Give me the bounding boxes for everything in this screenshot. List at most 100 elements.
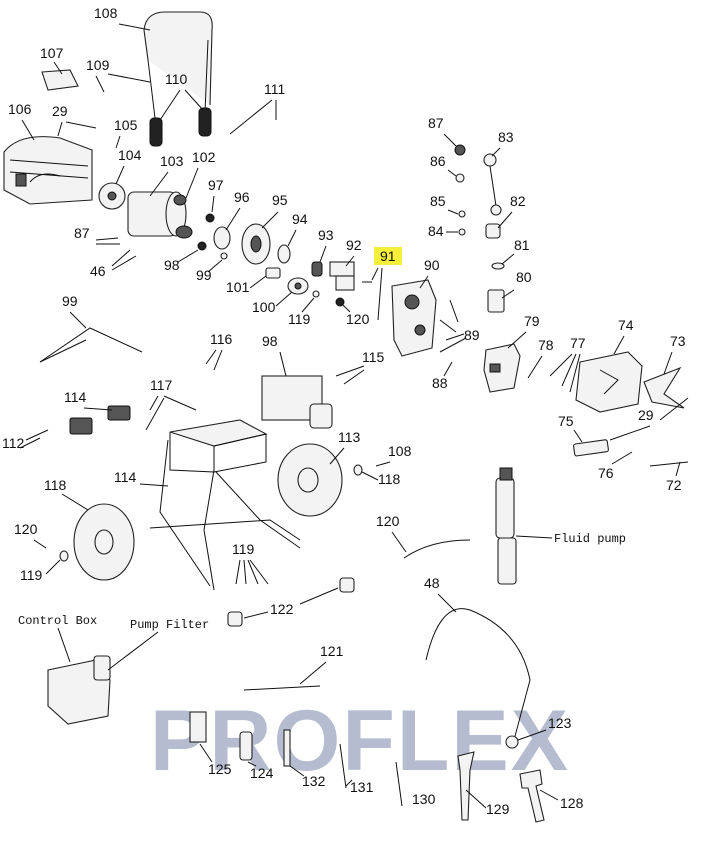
callout-126: 128 xyxy=(560,795,584,811)
gear-part xyxy=(241,223,271,265)
callout-85: 85 xyxy=(430,193,446,209)
callout-123: 48 xyxy=(424,575,440,591)
callout-97: 97 xyxy=(208,177,224,193)
callout-89: 89 xyxy=(464,327,480,343)
pump-housing-part xyxy=(391,279,437,357)
callout-87-left: 87 xyxy=(74,225,90,241)
callout-129: 131 xyxy=(350,779,374,795)
callout-91-highlighted: 91 xyxy=(380,248,396,264)
motor-part xyxy=(127,191,193,239)
callout-90: 90 xyxy=(424,257,440,273)
callout-48: 119 xyxy=(232,541,255,557)
hose-long-part xyxy=(425,608,531,741)
wheel-left-part xyxy=(73,503,135,581)
callout-87-right: 87 xyxy=(428,115,444,131)
callout-92: 92 xyxy=(346,237,362,253)
callout-29: 29 xyxy=(52,103,68,119)
cord-part xyxy=(243,685,321,691)
callout-127: 129 xyxy=(486,801,510,817)
callout-101: 101 xyxy=(226,279,250,295)
callout-125: 121 xyxy=(320,643,344,659)
callout-109: 109 xyxy=(86,57,110,73)
callout-77: 77 xyxy=(570,335,586,351)
brush-part xyxy=(283,729,291,767)
callout-111: 111 xyxy=(264,81,285,97)
callout-76: 76 xyxy=(598,465,614,481)
callout-29-right: 29 xyxy=(638,407,654,423)
control-box-part xyxy=(47,655,111,725)
callout-118-right: 113 xyxy=(338,429,361,445)
callout-73: 73 xyxy=(670,333,686,349)
callout-119-left: 119 xyxy=(20,567,43,583)
callout-107: 107 xyxy=(40,45,64,61)
callout-79: 79 xyxy=(524,313,540,329)
callout-114-lower: 112 xyxy=(2,435,25,451)
wrench-large-part xyxy=(457,751,475,821)
manifold-part xyxy=(483,343,521,393)
callout-98-left: 98 xyxy=(164,257,180,273)
callout-83: 83 xyxy=(498,129,514,145)
oil-bottle-part xyxy=(239,731,253,761)
pressure-switch-part xyxy=(573,439,609,457)
hose-short-part xyxy=(403,539,471,559)
callout-80: 80 xyxy=(516,269,532,285)
callout-104: 104 xyxy=(118,147,142,163)
decal-part xyxy=(643,366,685,409)
fluid-pump-part xyxy=(495,467,517,585)
callout-128: 130 xyxy=(412,791,436,807)
callout-121: 122 xyxy=(270,601,294,617)
callout-131: 124 xyxy=(250,765,274,781)
tank-part xyxy=(261,375,333,429)
callout-115: 99 xyxy=(62,293,78,309)
fluid-pump-label: Fluid pump xyxy=(554,532,626,546)
pressure-cover-part xyxy=(575,351,643,413)
highlight-marker xyxy=(374,247,402,265)
callout-120-left: 120 xyxy=(14,521,38,537)
callout-94: 94 xyxy=(292,211,308,227)
callout-72: 72 xyxy=(666,477,682,493)
callout-114-upper: 116 xyxy=(210,331,233,347)
callout-119-right: 118 xyxy=(378,471,401,487)
callout-116: 98 xyxy=(262,333,278,349)
control-box-label: Control Box xyxy=(18,614,97,628)
callout-112: 117 xyxy=(150,377,173,393)
handle-part xyxy=(143,11,213,147)
callout-132: 125 xyxy=(208,761,232,777)
belt-guard-part xyxy=(3,136,93,205)
callout-46: 46 xyxy=(90,263,106,279)
callout-99-left: 99 xyxy=(196,267,212,283)
callout-120-right: 108 xyxy=(388,443,412,459)
watermark: PROFLEX xyxy=(150,693,570,789)
callout-98-right: 120 xyxy=(346,311,370,327)
callout-75: 75 xyxy=(558,413,574,429)
callout-103: 103 xyxy=(160,153,184,169)
crankshaft-part xyxy=(329,261,355,291)
connecting-rod-part xyxy=(483,153,502,216)
callout-88: 88 xyxy=(432,375,448,391)
wrench-open-part xyxy=(519,769,545,823)
callout-118-left: 118 xyxy=(44,477,67,493)
cart-frame-part xyxy=(149,419,301,591)
bracket-part xyxy=(69,417,93,435)
pump-filter-label: Pump Filter xyxy=(130,618,209,632)
callout-96: 96 xyxy=(234,189,250,205)
callout-105: 105 xyxy=(114,117,138,133)
callout-108-cart: 114 xyxy=(114,469,137,485)
callout-78: 78 xyxy=(538,337,554,353)
callout-81: 81 xyxy=(514,237,530,253)
callout-122: 120 xyxy=(376,513,400,529)
callout-95: 95 xyxy=(272,192,288,208)
stand-part xyxy=(39,327,143,363)
callout-84: 84 xyxy=(428,223,444,239)
callout-124: 123 xyxy=(548,715,572,731)
wrench-small-part xyxy=(339,743,347,789)
callout-82: 82 xyxy=(510,193,526,209)
callout-106: 106 xyxy=(8,101,32,117)
callout-93: 93 xyxy=(318,227,334,243)
hex-key-part xyxy=(395,761,403,807)
callout-100: 100 xyxy=(252,299,276,315)
callout-86: 86 xyxy=(430,153,446,169)
callout-102: 102 xyxy=(192,149,216,165)
callout-110: 110 xyxy=(165,71,188,87)
